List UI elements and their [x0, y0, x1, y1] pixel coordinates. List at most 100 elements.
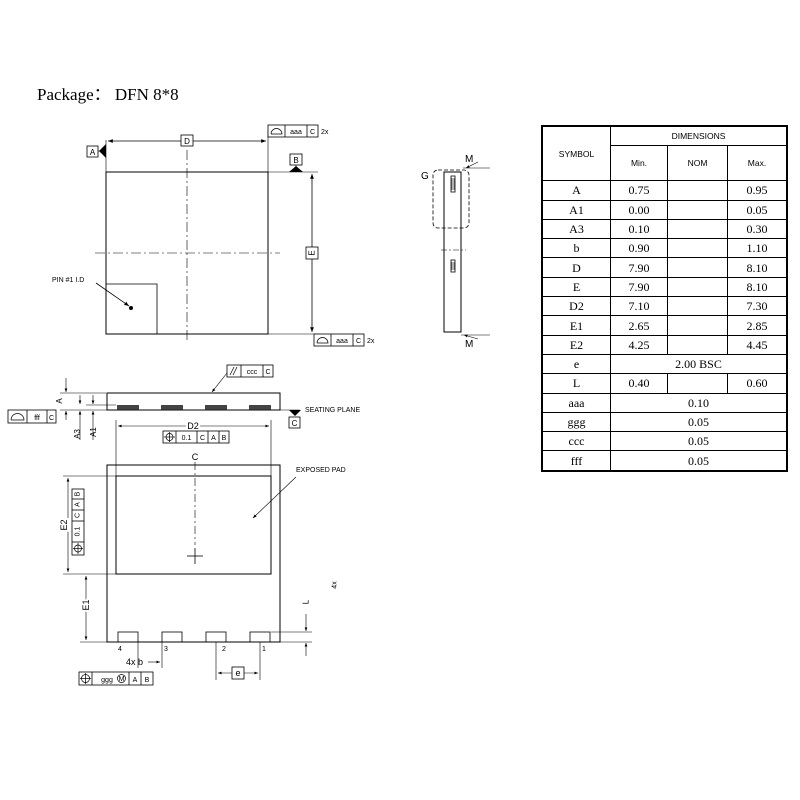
- pin1-dot: [129, 306, 133, 310]
- pos-e2-tol: 0.1: [75, 527, 82, 537]
- row-l-nom: [667, 373, 728, 394]
- row-l-symbol: L: [541, 373, 611, 394]
- cell-symbol: fff: [541, 450, 611, 472]
- section-lead-2: [161, 405, 183, 410]
- cell-symbol: aaa: [541, 392, 611, 413]
- seating-plane-label: SEATING PLANE: [305, 407, 360, 414]
- dim-e-box: [305, 246, 319, 260]
- dim-l-mult: 4x: [332, 581, 339, 589]
- nom-header: NOM: [667, 145, 728, 182]
- dim-b-label: 4x b: [126, 657, 143, 667]
- cell-value: 0.05: [610, 431, 788, 452]
- dim-a-label: A: [55, 398, 64, 404]
- fff-tol: fff: [34, 415, 40, 422]
- label-m-top: M: [465, 154, 473, 165]
- flatness-frame-bottom: aaa C 2x: [313, 333, 375, 347]
- dim-e2-halo: E2: [59, 519, 69, 530]
- ggg-datum1: A: [133, 677, 138, 684]
- dim-d2-label: D2: [187, 421, 199, 431]
- position-frame-e2: 0.1 C A B: [71, 488, 85, 556]
- section-lead-4: [249, 405, 271, 410]
- bottom-pin-2: [205, 631, 227, 643]
- flatness-top-tol: aaa: [290, 129, 302, 136]
- cell-nom: [667, 180, 728, 201]
- pin-label-1: 1: [262, 646, 266, 653]
- cell-symbol: A1: [541, 199, 611, 220]
- position-frame-ggg: ggg M A B: [78, 671, 154, 686]
- cell-nom: [667, 276, 728, 298]
- cell-min: 7.10: [610, 296, 668, 317]
- pos-d2-datum2: A: [211, 435, 216, 442]
- exposed-pad: [115, 475, 272, 575]
- position-frame-d2: 0.1 C A B: [162, 430, 230, 444]
- flatness-bottom-mult: 2x: [367, 338, 375, 345]
- cell-symbol: ggg: [541, 411, 611, 433]
- cell-symbol: D2: [541, 296, 611, 317]
- cell-symbol: ccc: [541, 431, 611, 452]
- cell-max: 2.85: [727, 315, 788, 336]
- row-l-max: 0.60: [727, 373, 788, 394]
- bottom-pin-3: [161, 631, 183, 643]
- dim-e1-label: E1: [81, 599, 91, 610]
- cell-max: 7.30: [727, 296, 788, 317]
- cell-nom: [667, 334, 728, 355]
- bottom-pin-1: [249, 631, 271, 643]
- dim-d-box: [180, 134, 194, 147]
- datum-c-label: C: [292, 419, 298, 428]
- parallel-datum: C: [265, 369, 270, 376]
- cell-min: 0.10: [610, 218, 668, 240]
- cell-value: 0.10: [610, 392, 788, 413]
- cell-min: 7.90: [610, 276, 668, 298]
- cell-max: 1.10: [727, 238, 788, 259]
- cell-min: 0.90: [610, 238, 668, 259]
- max-header: Max.: [727, 145, 788, 182]
- dim-e-pitch-label: e: [235, 668, 240, 678]
- section-lead-1: [117, 405, 139, 410]
- side-view: G M M: [421, 154, 490, 350]
- cell-nom: [667, 257, 728, 278]
- centerline-label: C: [192, 452, 199, 462]
- package-body-bottom: [106, 464, 281, 643]
- dim-e2-label: E2: [59, 519, 69, 530]
- pin-label-3: 3: [164, 646, 168, 653]
- bottom-view: D2 D2 0.1 C A B C EXPOSED PAD E2 E2: [57, 419, 346, 686]
- pos-d2-datum1: C: [200, 435, 205, 442]
- cell-symbol: D: [541, 257, 611, 278]
- cell-value: 0.05: [610, 411, 788, 433]
- dim-d2-halo: D2: [187, 421, 199, 431]
- cell-value: 0.05: [610, 450, 788, 472]
- row-e-value: 2.00 BSC: [610, 353, 788, 375]
- fff-frame: fff C: [7, 409, 57, 424]
- label-m-bottom: M: [465, 339, 473, 350]
- row-e-symbol: e: [541, 353, 611, 375]
- detail-circle-g: [432, 169, 470, 229]
- cell-max: 4.45: [727, 334, 788, 355]
- flatness-top-mult: 2x: [321, 129, 329, 136]
- cell-nom: [667, 238, 728, 259]
- exposed-pad-label: EXPOSED PAD: [296, 467, 346, 474]
- cell-max: 8.10: [727, 257, 788, 278]
- cell-symbol: E2: [541, 334, 611, 355]
- label-g: G: [421, 171, 429, 182]
- cell-max: 8.10: [727, 276, 788, 298]
- dim-e1-halo: E1: [81, 599, 91, 610]
- pos-e2-datum1: C: [75, 513, 82, 518]
- cell-nom: [667, 315, 728, 336]
- pos-e2-datum2: A: [75, 502, 82, 507]
- cell-nom: [667, 218, 728, 240]
- fff-datum: C: [49, 415, 54, 422]
- dim-l-label: L: [302, 599, 311, 604]
- cell-max: 0.05: [727, 199, 788, 220]
- cell-max: 0.30: [727, 218, 788, 240]
- flatness-bottom-tol: aaa: [336, 338, 348, 345]
- datum-a-label: A: [90, 148, 96, 157]
